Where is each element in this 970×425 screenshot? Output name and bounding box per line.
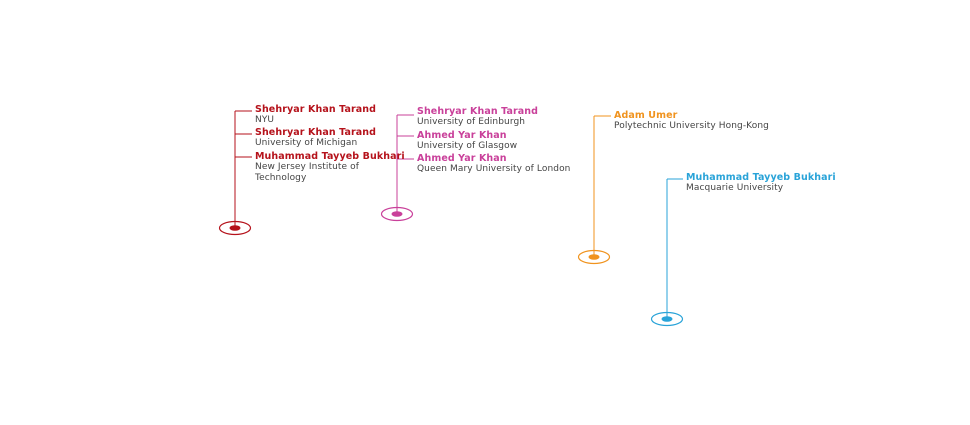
institution-name: University of Edinburgh — [417, 117, 526, 127]
institution-name: University of Glasgow — [417, 141, 518, 151]
group-2-entry-3: Ahmed Yar Khan Queen Mary University of … — [417, 153, 570, 175]
group-2-entry-1: Shehryar Khan Tarand University of Edinb… — [417, 106, 538, 128]
person-name: Adam Umer — [614, 110, 678, 121]
group-1-entry-2: Shehryar Khan Tarand University of Michi… — [255, 127, 376, 149]
group-2-entry-2: Ahmed Yar Khan University of Glasgow — [417, 130, 517, 152]
person-name: Muhammad Tayyeb Bukhari — [255, 151, 405, 162]
group-4-entry-1: Muhammad Tayyeb Bukhari Macquarie Univer… — [686, 172, 836, 194]
group-1-pin-ring-icon — [218, 220, 252, 236]
institution-name: Macquarie University — [686, 183, 784, 193]
group-3-pin-ring-icon — [577, 249, 611, 265]
person-name: Ahmed Yar Khan — [417, 153, 507, 164]
institution-name: NYU — [255, 115, 275, 125]
person-name: Shehryar Khan Tarand — [417, 106, 539, 117]
group-1-pin-dot-icon — [229, 225, 241, 231]
institution-name: Polytechnic University Hong-Kong — [614, 121, 769, 131]
person-name: Shehryar Khan Tarand — [255, 104, 377, 115]
person-name: Muhammad Tayyeb Bukhari — [686, 172, 836, 183]
group-2-pin-dot-icon — [391, 211, 403, 217]
group-4-pin-dot-icon — [661, 316, 673, 322]
group-1-entry-1: Shehryar Khan Tarand NYU — [255, 104, 376, 126]
person-name: Shehryar Khan Tarand — [255, 127, 377, 138]
group-3-entry-1: Adam Umer Polytechnic University Hong-Ko… — [614, 110, 769, 132]
group-2-pin-ring-icon — [380, 206, 414, 222]
group-3-pin-dot-icon — [588, 254, 600, 260]
group-1-entry-3: Muhammad Tayyeb Bukhari New Jersey Insti… — [255, 151, 405, 184]
institution-name: University of Michigan — [255, 138, 358, 148]
person-name: Ahmed Yar Khan — [417, 130, 507, 141]
institution-name: New Jersey Institute of Technology — [255, 162, 360, 183]
group-4-pin-ring-icon — [650, 311, 684, 327]
institution-name: Queen Mary University of London — [417, 164, 571, 174]
